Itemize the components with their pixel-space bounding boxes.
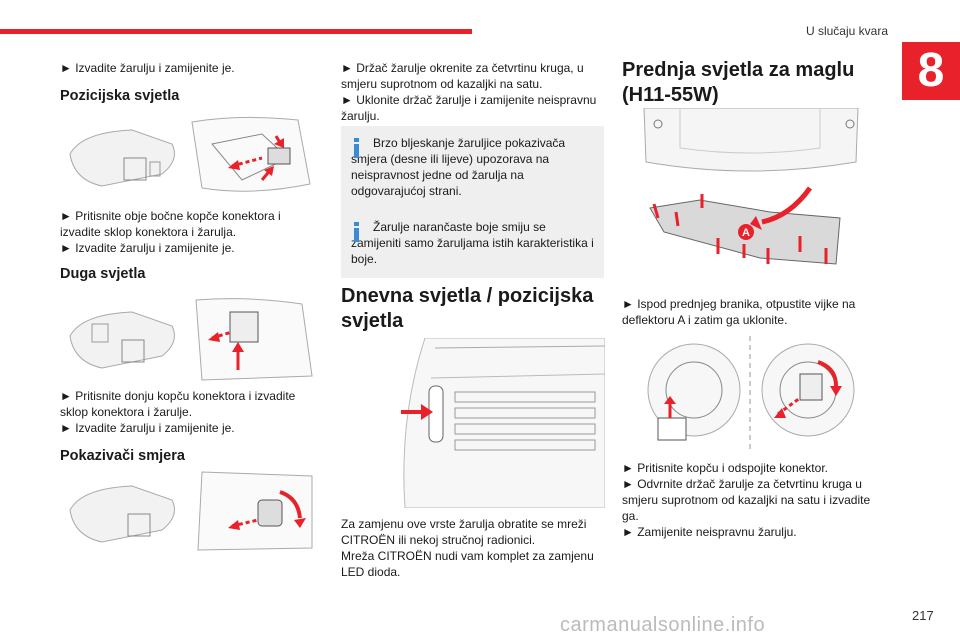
illustration-duga bbox=[62, 296, 318, 382]
heading-pokazivaci: Pokazivači smjera bbox=[60, 448, 185, 464]
dnevna-text-2: Mreža CITROËN nudi vam komplet za zamjen… bbox=[341, 549, 594, 579]
maglu-step-1: ► Ispod prednjeg branika, otpustite vijk… bbox=[622, 297, 856, 327]
info-text-2: Žarulje narančaste boje smiju se zamijen… bbox=[351, 220, 594, 266]
duga-step-1: ► Pritisnite donju kopču konektora i izv… bbox=[60, 389, 296, 419]
deflector-label: A bbox=[742, 227, 750, 239]
watermark: carmanualsonline.info bbox=[560, 614, 766, 636]
dnevna-text-1: Za zamjenu ove vrste žarulja obratite se… bbox=[341, 517, 587, 547]
heading-duga: Duga svjetla bbox=[60, 266, 146, 282]
maglu-step-3: ► Odvrnite držač žarulje za četvrtinu kr… bbox=[622, 477, 871, 523]
pozicijska-step-2: ► Izvadite žarulju i zamijenite je. bbox=[60, 241, 235, 255]
pozicijska-step-1: ► Pritisnite obje bočne kopče konektora … bbox=[60, 209, 281, 239]
intro-step: ► Izvadite žarulju i zamijenite je. bbox=[60, 61, 235, 75]
section-title: U slučaju kvara bbox=[805, 24, 888, 38]
col2-step-1: ► Držač žarulje okrenite za četvrtinu kr… bbox=[341, 61, 584, 91]
illustration-pokazivaci bbox=[62, 470, 318, 552]
info-box-2: Žarulje narančaste boje smiju se zamijen… bbox=[341, 210, 604, 278]
info-text-1: Brzo bljeskanje žaruljice pokazivača smj… bbox=[351, 136, 566, 198]
column-1: ► Izvadite žarulju i zamijenite je. bbox=[60, 60, 300, 76]
col2-step-2: ► Uklonite držač žarulje i zamijenite ne… bbox=[341, 93, 597, 123]
heading-pozicijska: Pozicijska svjetla bbox=[60, 88, 180, 104]
maglu-step-4: ► Zamijenite neispravnu žarulju. bbox=[622, 525, 797, 539]
info-box-1: Brzo bljeskanje žaruljice pokazivača smj… bbox=[341, 126, 604, 210]
chapter-number-badge: 8 bbox=[902, 42, 960, 100]
heading-dnevna: Dnevna svjetla / pozicijska svjetla bbox=[341, 285, 594, 332]
illustration-deflektor: A bbox=[640, 108, 862, 280]
illustration-pozicijska bbox=[62, 114, 318, 200]
maglu-step-2: ► Pritisnite kopču i odspojite konektor. bbox=[622, 461, 828, 475]
duga-step-2: ► Izvadite žarulju i zamijenite je. bbox=[60, 421, 235, 435]
illustration-dnevna bbox=[395, 338, 605, 508]
info-icon bbox=[354, 222, 359, 242]
header-accent-bar bbox=[0, 29, 472, 34]
page-number: 217 bbox=[912, 608, 934, 623]
info-icon bbox=[354, 138, 359, 158]
heading-maglu: Prednja svjetla za maglu (H11-55W) bbox=[622, 59, 855, 106]
illustration-maglenke bbox=[640, 332, 862, 456]
